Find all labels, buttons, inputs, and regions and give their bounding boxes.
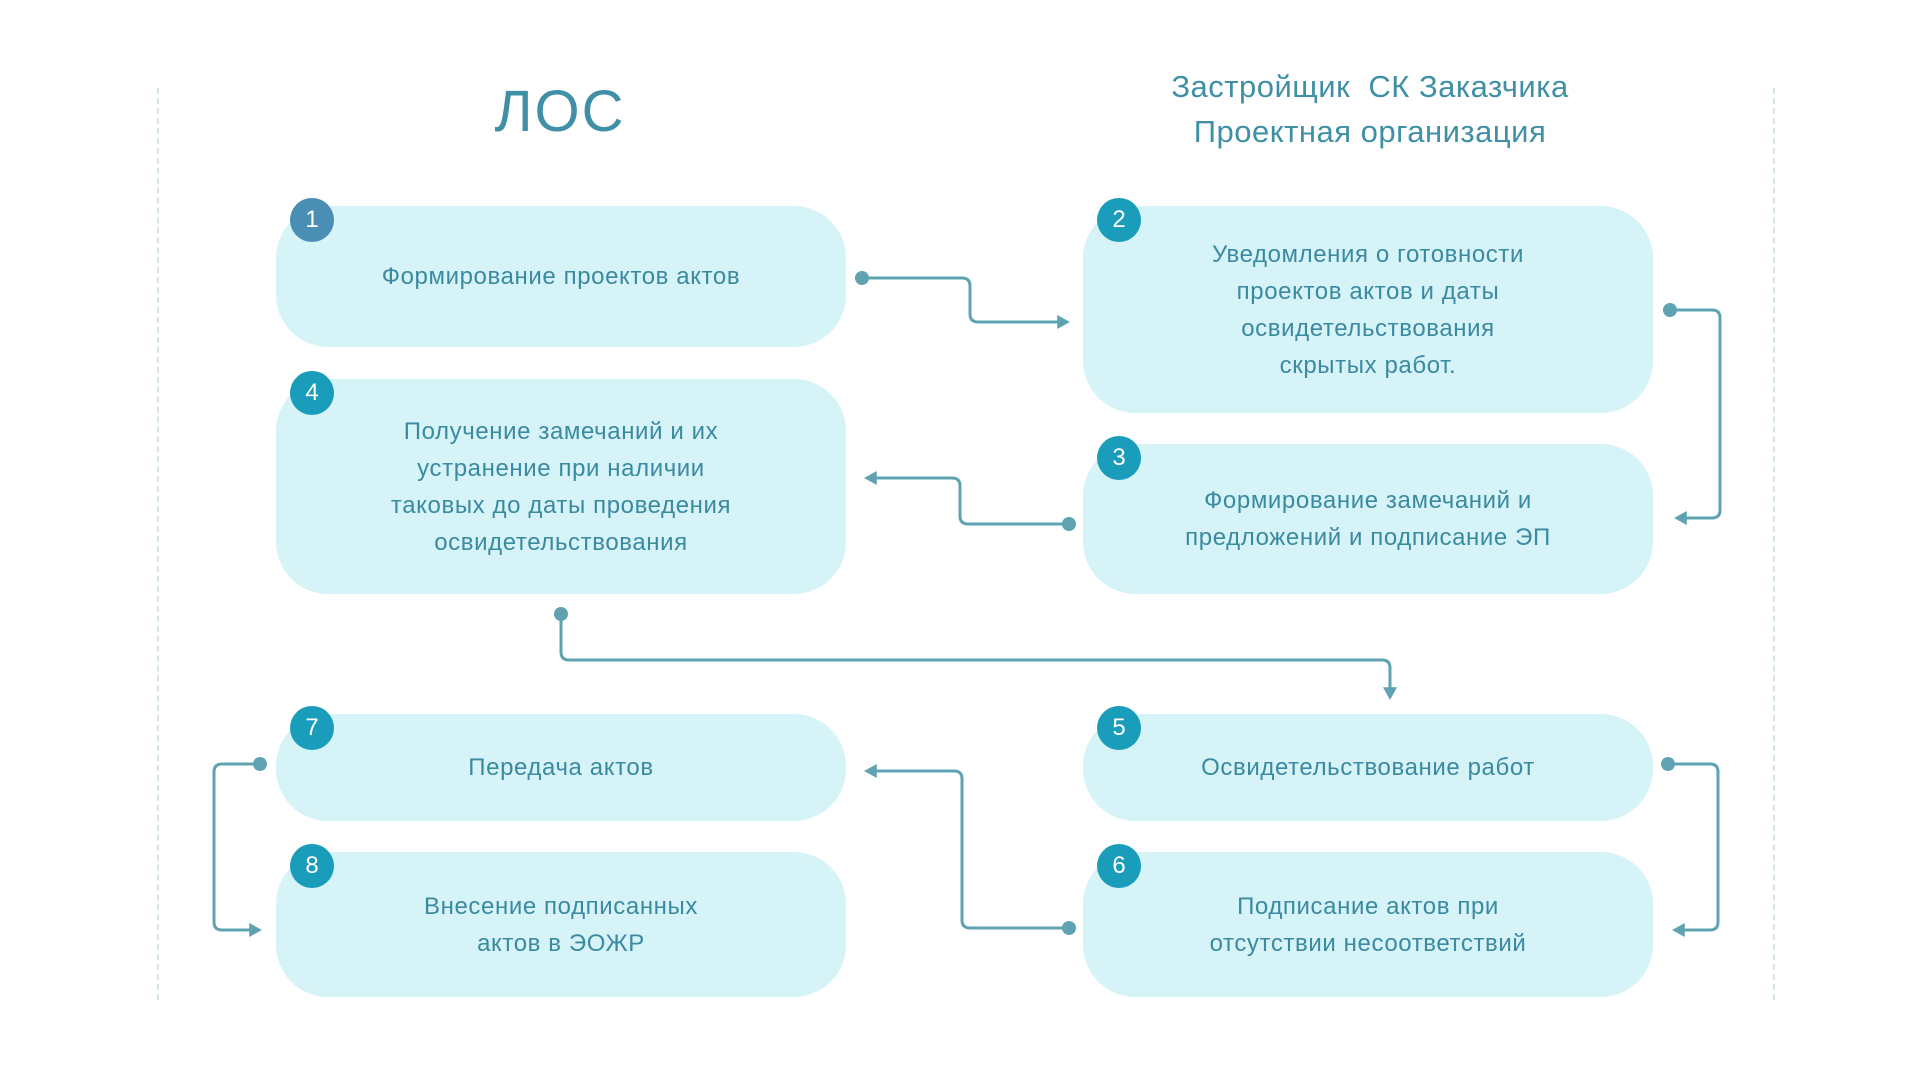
step-text-3: Формирование замечаний и предложений и по… <box>1185 482 1551 556</box>
step-card-6: Подписание актов при отсутствии несоответ… <box>1083 852 1653 997</box>
column-title-developer: Застройщик СК Заказчика Проектная органи… <box>1100 64 1640 154</box>
column-title-developer-line-1: Застройщик СК Заказчика <box>1171 69 1569 104</box>
step-text-1: Формирование проектов актов <box>382 258 740 295</box>
step-text-line: освидетельствования <box>434 528 688 556</box>
step-text-line: Уведомления о готовности <box>1211 240 1524 268</box>
connector-start-dot-1-2 <box>855 271 869 285</box>
step-card-5: Освидетельствование работ <box>1083 714 1653 821</box>
step-text-line: отсутствии несоответствий <box>1209 929 1527 957</box>
step-text-line: Формирование замечаний и <box>1204 487 1532 514</box>
connector-start-dot-6-7 <box>1062 921 1076 935</box>
connector-7-8 <box>212 762 260 932</box>
step-text-7: Передача актов <box>468 749 653 786</box>
step-card-1: Формирование проектов актов <box>276 206 846 347</box>
column-divider-left <box>157 88 159 1000</box>
arrowhead-2-3 <box>1674 511 1687 525</box>
step-text-line: Освидетельствование работ <box>1201 754 1535 781</box>
connector-6-7 <box>874 769 1069 930</box>
step-text-line: предложений и подписание ЭП <box>1185 524 1551 551</box>
connector-4-5 <box>559 614 1392 690</box>
arrowhead-7-8 <box>249 923 262 937</box>
step-badge-5: 5 <box>1097 706 1141 750</box>
step-text-6: Подписание актов при отсутствии несоответ… <box>1210 888 1527 962</box>
step-badge-3: 3 <box>1097 436 1141 480</box>
step-card-7: Передача актов <box>276 714 846 821</box>
step-badge-2: 2 <box>1097 198 1141 242</box>
step-text-line: Формирование проектов актов <box>381 263 741 290</box>
connector-start-dot-7-8 <box>253 757 267 771</box>
step-badge-6: 6 <box>1097 844 1141 888</box>
arrowhead-5-6 <box>1672 923 1685 937</box>
arrowhead-4-5 <box>1383 687 1397 700</box>
column-title-developer-line-2: Проектная организация <box>1193 114 1547 149</box>
step-text-line: проектов актов и даты <box>1236 277 1500 305</box>
connector-2-3 <box>1670 308 1722 520</box>
connector-1-2 <box>862 276 1060 324</box>
step-text-5: Освидетельствование работ <box>1201 749 1535 786</box>
step-card-3: Формирование замечаний и предложений и по… <box>1083 444 1653 594</box>
step-text-line: скрытых работ. <box>1279 351 1457 379</box>
arrowhead-6-7 <box>864 764 877 778</box>
step-badge-4: 4 <box>290 371 334 415</box>
step-card-4: Получение замечаний и их устранение при н… <box>276 379 846 594</box>
step-text-line: освидетельствования <box>1241 314 1495 342</box>
step-text-8: Внесение подписанных актов в ЭОЖР <box>424 888 698 962</box>
step-text-line: Внесение подписанных <box>424 892 698 920</box>
connector-start-dot-5-6 <box>1661 757 1675 771</box>
step-badge-8: 8 <box>290 844 334 888</box>
connector-start-dot-2-3 <box>1663 303 1677 317</box>
step-text-4: Получение замечаний и их устранение при н… <box>391 413 731 561</box>
arrowhead-1-2 <box>1057 315 1070 329</box>
step-card-2: Уведомления о готовности проектов актов и… <box>1083 206 1653 413</box>
connector-3-4 <box>874 476 1069 526</box>
column-title-los: ЛОС <box>494 79 626 144</box>
arrowhead-3-4 <box>864 471 877 485</box>
connector-start-dot-4-5 <box>554 607 568 621</box>
connector-5-6 <box>1668 762 1720 932</box>
step-text-line: Передача актов <box>468 754 654 781</box>
step-text-line: таковых до даты проведения <box>390 491 732 519</box>
step-text-line: Подписание актов при <box>1237 892 1499 920</box>
step-badge-1: 1 <box>290 198 334 242</box>
step-text-2: Уведомления о готовности проектов актов и… <box>1212 236 1524 384</box>
step-text-line: устранение при наличии <box>417 454 705 482</box>
step-text-line: актов в ЭОЖР <box>477 929 645 957</box>
connector-start-dot-3-4 <box>1062 517 1076 531</box>
step-text-line: Получение замечаний и их <box>403 417 719 445</box>
step-card-8: Внесение подписанных актов в ЭОЖР <box>276 852 846 997</box>
column-divider-right <box>1773 88 1775 1000</box>
step-badge-7: 7 <box>290 706 334 750</box>
